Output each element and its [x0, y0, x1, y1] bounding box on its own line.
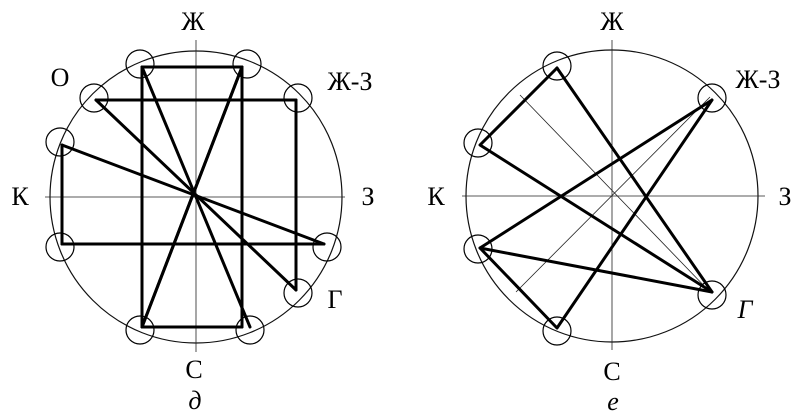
panel-d-node — [125, 49, 155, 79]
panel-d-label-left: К — [11, 182, 29, 211]
panel-e-node — [463, 128, 493, 158]
panel-d-node — [45, 232, 75, 262]
panel-e-node — [697, 83, 727, 113]
panel-e-node — [542, 316, 572, 346]
panel-d-figure — [60, 65, 326, 329]
panel-d-caption: д — [188, 386, 201, 415]
panel-d-diagonal-k-z — [60, 143, 326, 246]
panel-d: Ж С К З О Ж-З Г д — [11, 7, 374, 415]
panel-e-polyline-2 — [478, 98, 714, 330]
panel-e-label-right: З — [778, 182, 791, 211]
panel-e-label-g: Г — [737, 295, 754, 324]
panel-d-node — [232, 49, 262, 79]
panel-d-node — [79, 83, 109, 113]
panel-e-label-top: Ж — [600, 7, 624, 36]
panel-e-label-bottom: С — [603, 357, 620, 386]
panel-d-diagonal-1 — [140, 65, 244, 329]
panel-e-thin-line — [519, 94, 711, 293]
panel-e-caption: е — [607, 387, 619, 416]
panel-e-node — [463, 234, 493, 264]
panel-e-thin-line — [515, 96, 711, 293]
panel-e-node — [542, 51, 572, 81]
panel-e-label-zh-z: Ж-З — [736, 65, 781, 94]
panel-d-node — [283, 278, 313, 308]
panel-d-label-right: З — [361, 182, 374, 211]
panel-d-node — [312, 232, 342, 262]
panel-d-node — [45, 127, 75, 157]
panel-e-polyline-1 — [478, 66, 714, 294]
panel-e-figure — [478, 66, 714, 330]
panel-e-diagonal-2 — [478, 246, 714, 294]
panel-d-node — [125, 315, 155, 345]
panel-d-label-g: Г — [327, 285, 342, 314]
panel-d-node — [283, 83, 313, 113]
panel-e: Ж С К З Ж-З Г е — [427, 7, 791, 416]
panel-e-label-left: К — [427, 182, 445, 211]
panel-d-node — [235, 315, 265, 345]
panel-d-nodes — [45, 49, 342, 345]
panel-d-label-bottom: С — [185, 355, 202, 384]
panel-e-nodes — [463, 51, 727, 346]
panel-e-diagonal-1 — [555, 66, 714, 294]
panel-d-label-zh-z: Ж-З — [328, 67, 373, 96]
panel-d-label-o: О — [51, 63, 70, 92]
panel-e-node — [697, 280, 727, 310]
panel-e-thin-lines — [515, 94, 711, 293]
panel-d-label-top: Ж — [181, 7, 205, 36]
